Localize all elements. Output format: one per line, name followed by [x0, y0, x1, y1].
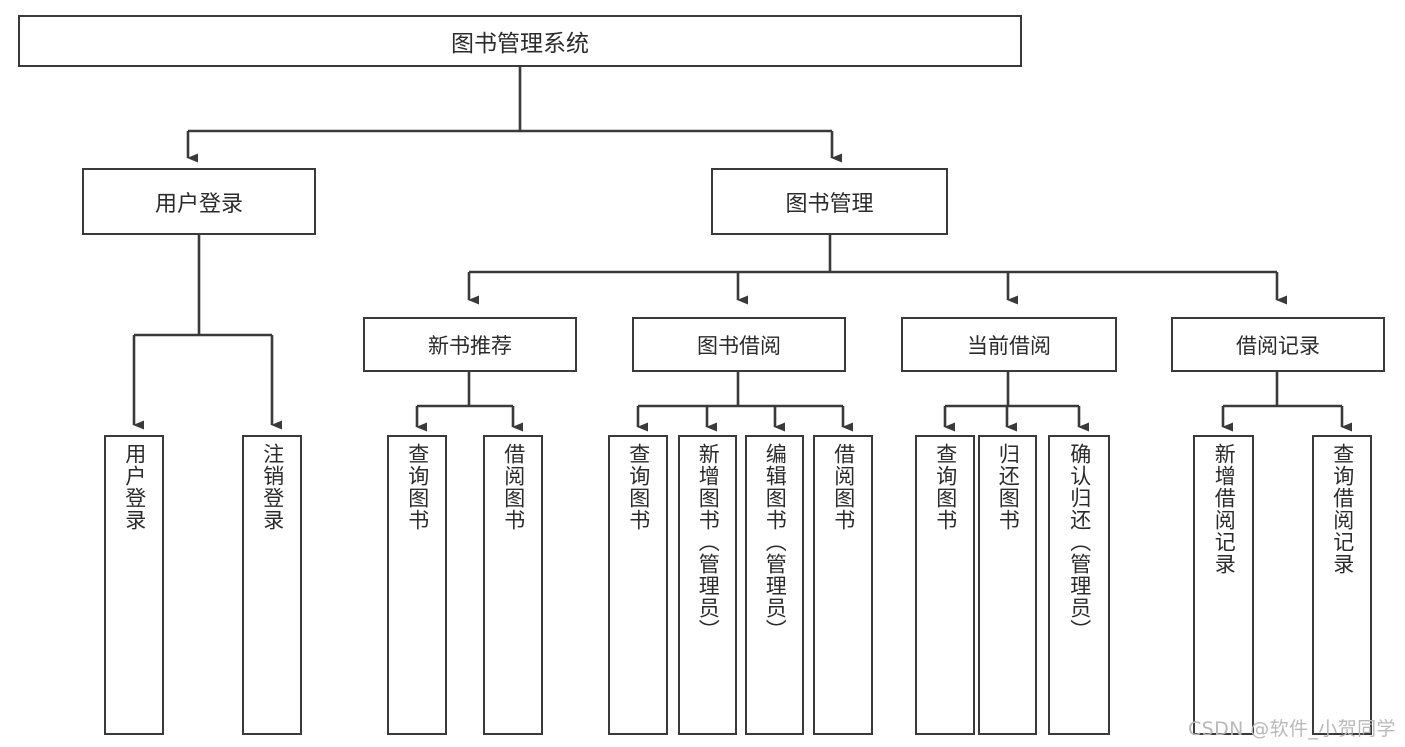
node-leaf-borrow-book-2[interactable]: 借阅图书 — [813, 435, 873, 735]
node-new-book-recommend[interactable]: 新书推荐 — [363, 317, 577, 372]
node-leaf-query-record-label: 查询借阅记录 — [1330, 443, 1355, 575]
node-leaf-user-login[interactable]: 用户登录 — [104, 435, 164, 735]
node-borrow-record-label: 借阅记录 — [1236, 333, 1320, 358]
node-leaf-query-book-3[interactable]: 查询图书 — [915, 435, 975, 735]
csdn-watermark: CSDN @软件_小贺同学 — [1188, 718, 1396, 740]
node-leaf-confirm-return[interactable]: 确认归还（管理员） — [1048, 435, 1110, 735]
node-leaf-return-book[interactable]: 归还图书 — [978, 435, 1037, 735]
node-user-login[interactable]: 用户登录 — [82, 168, 316, 235]
node-leaf-query-record[interactable]: 查询借阅记录 — [1312, 435, 1372, 735]
node-book-management[interactable]: 图书管理 — [711, 168, 948, 235]
node-leaf-edit-book[interactable]: 编辑图书（管理员） — [745, 435, 804, 735]
node-book-borrow-label: 图书借阅 — [697, 333, 781, 358]
node-leaf-add-book-label: 新增图书（管理员） — [696, 443, 721, 641]
node-current-borrow[interactable]: 当前借阅 — [901, 317, 1117, 372]
node-leaf-query-book-1-label: 查询图书 — [405, 443, 430, 531]
node-root[interactable]: 图书管理系统 — [18, 15, 1022, 67]
node-leaf-borrow-book-1-label: 借阅图书 — [501, 443, 526, 531]
node-leaf-query-book-2-label: 查询图书 — [626, 443, 651, 531]
node-leaf-query-book-1[interactable]: 查询图书 — [387, 435, 447, 735]
node-current-borrow-label: 当前借阅 — [967, 333, 1051, 358]
node-user-login-label: 用户登录 — [154, 191, 243, 217]
node-leaf-user-login-label: 用户登录 — [122, 443, 147, 531]
node-leaf-logout-login[interactable]: 注销登录 — [242, 435, 302, 735]
node-leaf-query-book-2[interactable]: 查询图书 — [608, 435, 668, 735]
node-book-management-label: 图书管理 — [785, 191, 874, 217]
node-leaf-add-record[interactable]: 新增借阅记录 — [1193, 435, 1254, 735]
node-leaf-borrow-book-1[interactable]: 借阅图书 — [483, 435, 543, 735]
node-leaf-add-book[interactable]: 新增图书（管理员） — [678, 435, 737, 735]
node-leaf-edit-book-label: 编辑图书（管理员） — [763, 443, 788, 641]
node-leaf-add-record-label: 新增借阅记录 — [1212, 443, 1237, 575]
node-leaf-confirm-return-label: 确认归还（管理员） — [1067, 443, 1092, 641]
node-leaf-borrow-book-2-label: 借阅图书 — [831, 443, 856, 531]
node-leaf-query-book-3-label: 查询图书 — [933, 443, 958, 531]
node-book-borrow[interactable]: 图书借阅 — [632, 317, 846, 372]
node-leaf-return-book-label: 归还图书 — [996, 443, 1021, 531]
node-new-book-recommend-label: 新书推荐 — [428, 333, 512, 358]
node-borrow-record[interactable]: 借阅记录 — [1171, 317, 1385, 372]
node-root-label: 图书管理系统 — [451, 31, 589, 57]
node-leaf-logout-login-label: 注销登录 — [260, 443, 285, 531]
